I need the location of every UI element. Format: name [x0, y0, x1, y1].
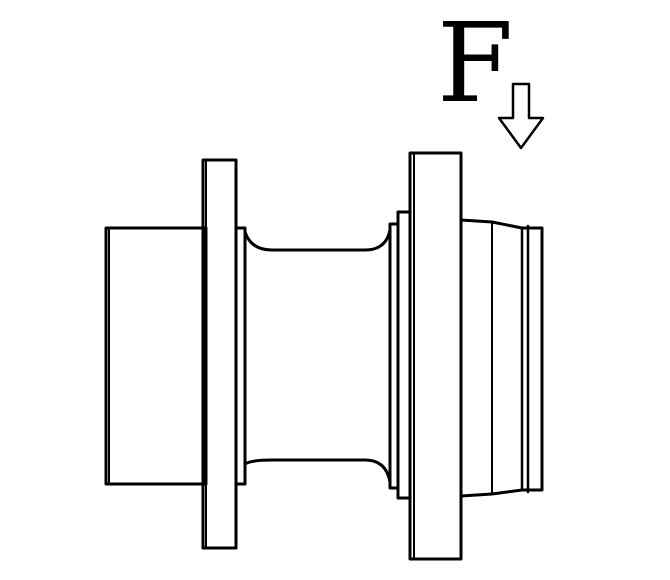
neck-top — [243, 228, 392, 252]
right-collar-step — [396, 210, 412, 500]
right-journal — [459, 218, 544, 498]
left-flange — [201, 158, 238, 550]
left-hub — [104, 226, 208, 486]
force-arrow-icon — [497, 82, 545, 150]
neck-bottom — [243, 458, 392, 484]
right-flange — [408, 151, 463, 561]
force-label: F — [437, 0, 514, 127]
